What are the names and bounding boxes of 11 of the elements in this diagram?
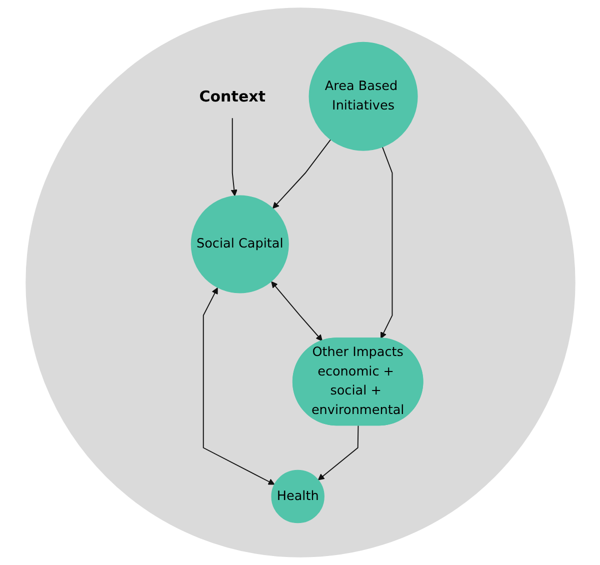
node-circle: Area Based Initiatives — [308, 42, 418, 151]
arrow — [317, 425, 358, 480]
node-text: Context — [198, 87, 266, 106]
node-circle: Social Capital — [190, 195, 288, 294]
arrow — [272, 139, 331, 209]
arrow — [380, 146, 392, 339]
arrow — [230, 118, 237, 196]
node-circle: Health — [270, 470, 324, 524]
arrow — [202, 287, 274, 485]
arrow — [270, 281, 322, 342]
cluster — [25, 8, 575, 558]
